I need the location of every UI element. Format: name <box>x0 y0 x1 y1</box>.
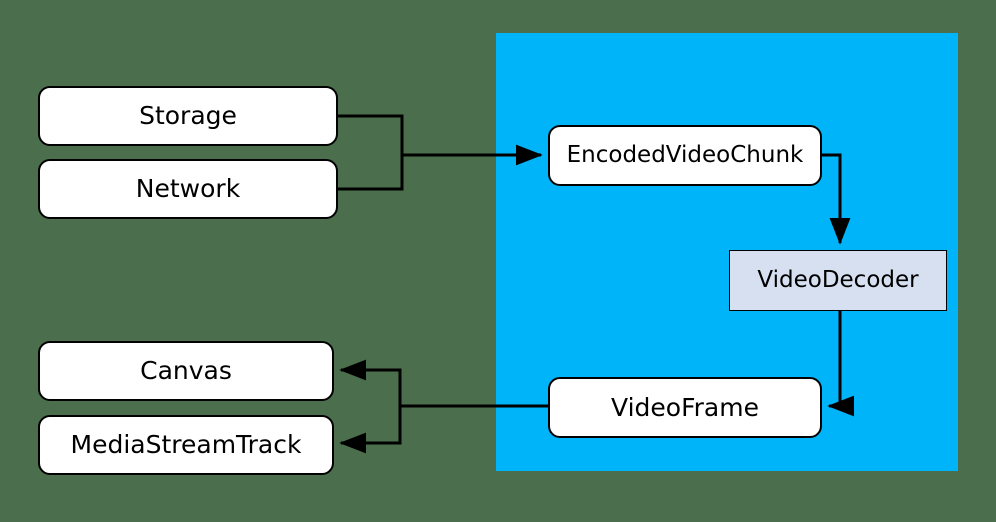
node-label-network: Network <box>135 174 241 204</box>
node-canvas-node[interactable]: Canvas <box>38 341 334 401</box>
edge-chunk-to-decoder <box>822 153 851 245</box>
node-label-storage: Storage <box>139 101 237 131</box>
edge-network-to-chunk <box>338 155 404 191</box>
node-label-mediastreamtrack: MediaStreamTrack <box>70 430 302 460</box>
edge-storage-to-chunk <box>338 114 543 166</box>
node-label-canvas-node: Canvas <box>140 356 232 386</box>
edge-layer <box>338 114 855 454</box>
node-storage[interactable]: Storage <box>38 86 338 146</box>
node-label-encodedvideochunk: EncodedVideoChunk <box>566 141 804 168</box>
node-videoframe[interactable]: VideoFrame <box>548 377 822 438</box>
node-label-videodecoder: VideoDecoder <box>757 266 919 293</box>
node-mediastreamtrack[interactable]: MediaStreamTrack <box>38 415 334 475</box>
edge-frame-to-canvas <box>339 359 548 408</box>
edge-frame-to-mediastreamtrack <box>339 406 402 454</box>
node-videodecoder[interactable]: VideoDecoder <box>729 250 947 311</box>
node-encodedvideochunk[interactable]: EncodedVideoChunk <box>548 125 822 186</box>
node-network[interactable]: Network <box>38 159 338 219</box>
edge-decoder-to-frame <box>827 311 855 417</box>
node-label-videoframe: VideoFrame <box>611 392 759 422</box>
